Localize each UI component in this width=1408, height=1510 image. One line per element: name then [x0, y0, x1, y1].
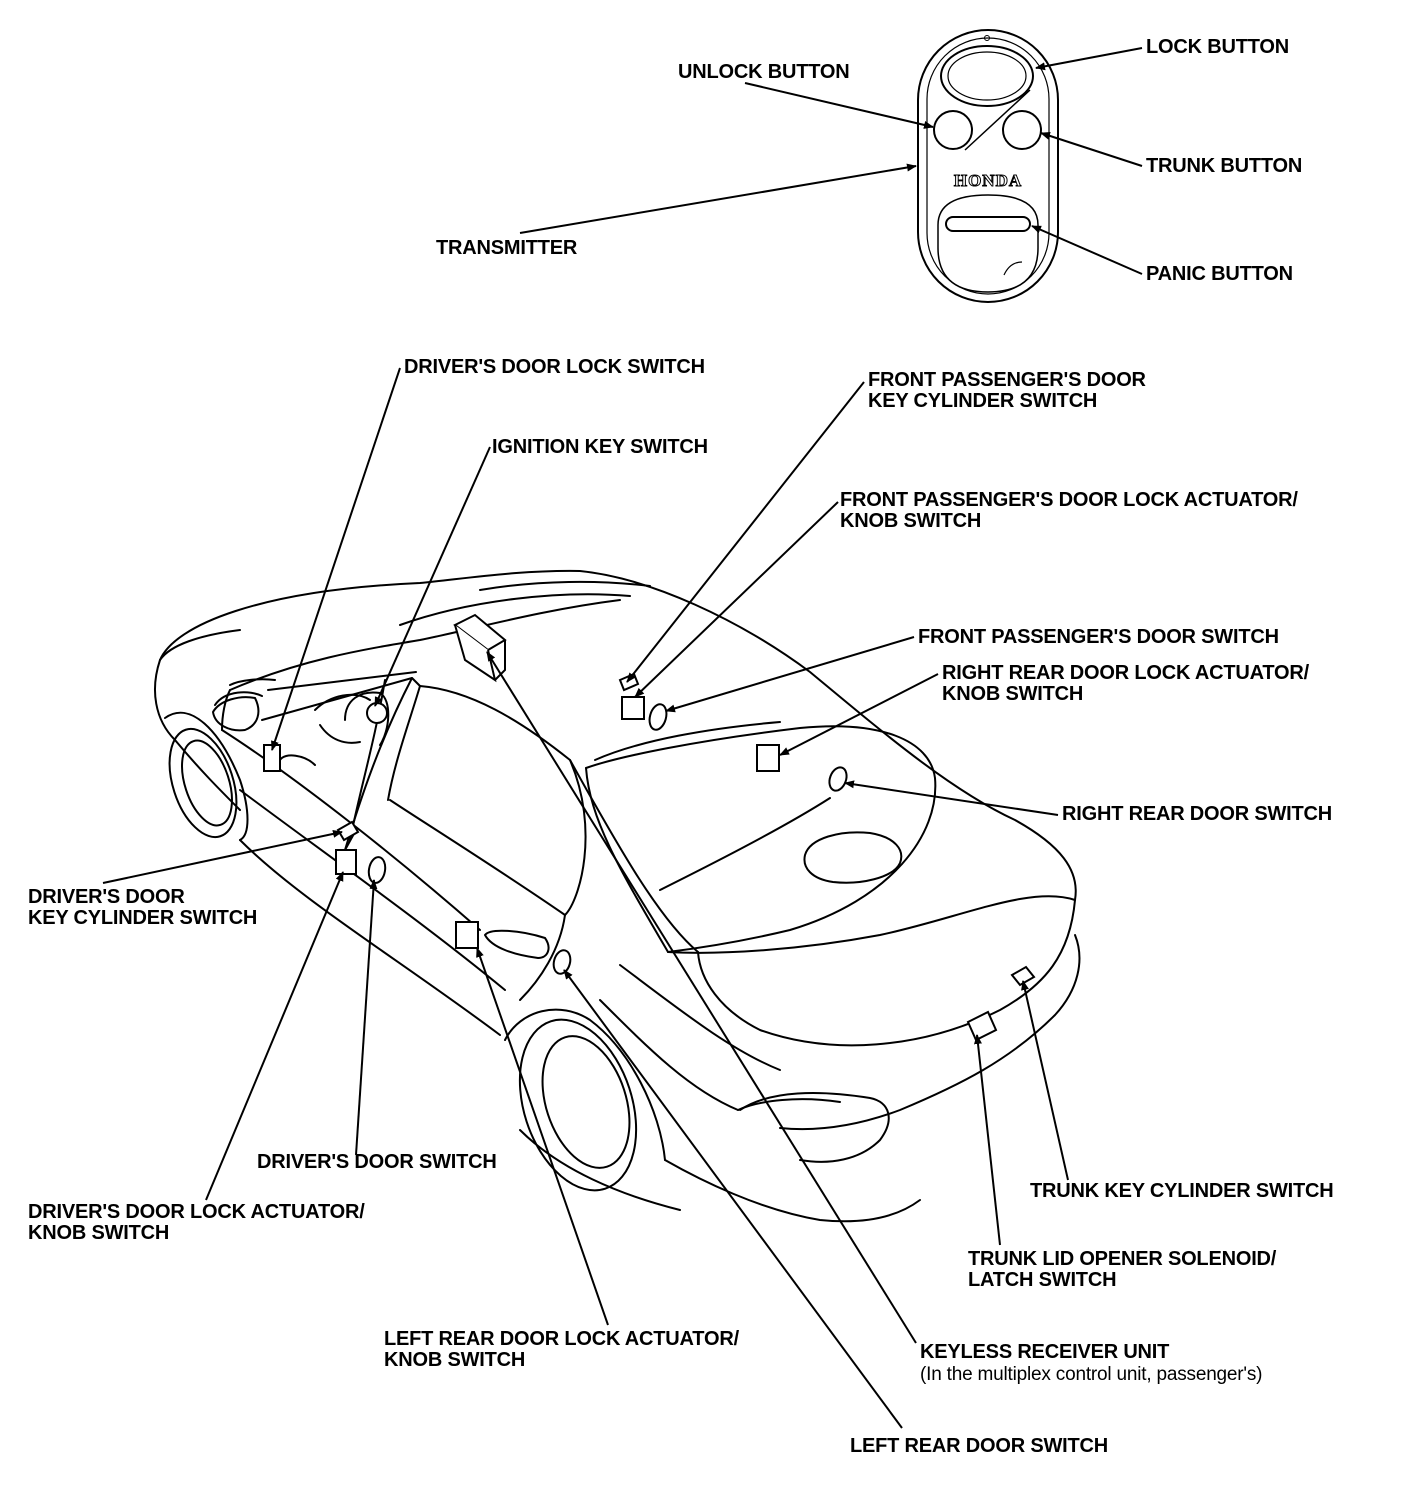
label-keyless-receiver-line1: KEYLESS RECEIVER UNIT	[920, 1341, 1170, 1363]
leader-fp-actuator	[634, 501, 839, 698]
unlock-button-shape	[933, 110, 973, 150]
label-keyless-receiver-line2: (In the multiplex control unit, passenge…	[920, 1364, 1263, 1385]
label-trunk-key-cylinder-switch: TRUNK KEY CYLINDER SWITCH	[1030, 1180, 1334, 1202]
leader-trunk-key-cylinder	[1021, 980, 1069, 1181]
label-drivers-door-lock-switch: DRIVER'S DOOR LOCK SWITCH	[404, 356, 705, 378]
component-shapes	[263, 613, 1036, 1042]
lr-door-switch-shape	[552, 949, 572, 975]
trunk-button-shape	[1002, 110, 1042, 150]
label-ignition-key-switch: IGNITION KEY SWITCH	[492, 436, 708, 458]
fp-actuator-shape	[621, 696, 645, 720]
label-drivers-door-switch: DRIVER'S DOOR SWITCH	[257, 1151, 497, 1173]
fp-key-cylinder-shape	[618, 672, 640, 692]
trunk-key-cylinder-shape	[1010, 965, 1036, 987]
leader-rr-actuator	[779, 673, 939, 756]
leader-trunk-button	[1040, 131, 1143, 167]
leader-lock-button	[1035, 47, 1143, 71]
rr-actuator-shape	[756, 744, 780, 772]
label-dr-key-cylinder-line1: DRIVER'S DOOR	[28, 886, 185, 908]
leader-dr-key-cylinder	[102, 829, 343, 884]
panic-button-shape	[937, 194, 1039, 293]
honda-logo-text: HONDA	[954, 171, 1022, 190]
label-transmitter: TRANSMITTER	[436, 237, 578, 259]
label-rr-actuator-line1: RIGHT REAR DOOR LOCK ACTUATOR/	[942, 662, 1309, 684]
label-dr-key-cylinder-line2: KEY CYLINDER SWITCH	[28, 907, 258, 929]
lock-button-shape	[940, 45, 1034, 107]
label-trunk-lid-opener-line2: LATCH SWITCH	[968, 1269, 1117, 1291]
lr-actuator-shape	[455, 921, 479, 949]
dr-key-cylinder-shape	[336, 820, 360, 842]
leader-ignition-switch	[374, 446, 491, 707]
label-lr-actuator-line2: KNOB SWITCH	[384, 1349, 526, 1371]
leader-fp-key-cylinder	[626, 381, 865, 683]
leader-dr-lock-switch	[271, 367, 401, 751]
label-fp-key-cylinder-line1: FRONT PASSENGER'S DOOR	[868, 369, 1146, 391]
dr-actuator-shape	[335, 849, 357, 875]
label-fp-actuator-line2: KNOB SWITCH	[840, 510, 982, 532]
label-unlock-button: UNLOCK BUTTON	[678, 61, 850, 83]
label-dr-actuator-line2: KNOB SWITCH	[28, 1222, 170, 1244]
label-rr-door-switch: RIGHT REAR DOOR SWITCH	[1062, 803, 1333, 825]
car-outline	[154, 569, 1081, 1223]
leader-dr-door-switch	[355, 879, 378, 1156]
ignition-switch-shape	[366, 702, 388, 724]
label-panic-button: PANIC BUTTON	[1146, 263, 1293, 285]
leader-keyless-receiver	[486, 651, 917, 1344]
leader-fp-door-switch	[665, 636, 915, 713]
label-lr-actuator-line1: LEFT REAR DOOR LOCK ACTUATOR/	[384, 1328, 739, 1350]
rr-door-switch-shape	[828, 766, 848, 792]
label-fp-door-switch: FRONT PASSENGER'S DOOR SWITCH	[918, 626, 1279, 648]
trunk-solenoid-shape	[966, 1010, 998, 1042]
leader-trunk-solenoid	[974, 1034, 1001, 1246]
label-fp-key-cylinder-line2: KEY CYLINDER SWITCH	[868, 390, 1098, 412]
label-trunk-button: TRUNK BUTTON	[1146, 155, 1303, 177]
leader-panic-button	[1031, 225, 1143, 275]
leader-lines	[102, 47, 1143, 1429]
label-rr-actuator-line2: KNOB SWITCH	[942, 683, 1084, 705]
transmitter-fob	[917, 29, 1059, 303]
leader-lr-door-switch	[563, 969, 903, 1429]
label-dr-actuator-line1: DRIVER'S DOOR LOCK ACTUATOR/	[28, 1201, 365, 1223]
label-left-rear-door-switch: LEFT REAR DOOR SWITCH	[850, 1435, 1109, 1457]
fp-door-switch-shape	[648, 703, 668, 731]
leader-lr-actuator	[476, 947, 609, 1326]
label-fp-actuator-line1: FRONT PASSENGER'S DOOR LOCK ACTUATOR/	[840, 489, 1298, 511]
dr-door-switch-shape	[367, 856, 387, 884]
leader-dr-actuator	[205, 871, 344, 1201]
label-lock-button: LOCK BUTTON	[1146, 36, 1289, 58]
label-trunk-lid-opener-line1: TRUNK LID OPENER SOLENOID/	[968, 1248, 1277, 1270]
leader-transmitter	[519, 163, 917, 234]
leader-unlock-button	[744, 82, 934, 129]
leader-rr-door-switch	[844, 780, 1059, 816]
